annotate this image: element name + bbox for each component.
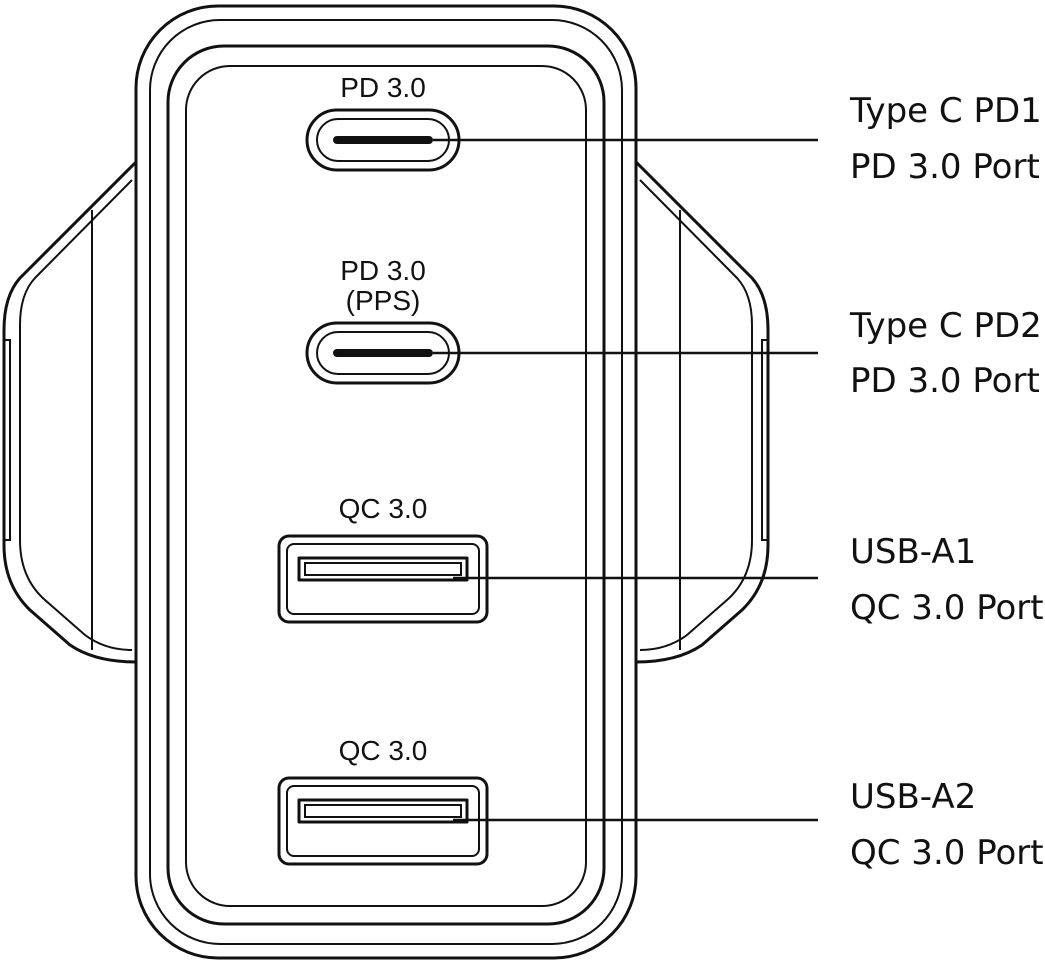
port-top-label: QC 3.0 (339, 735, 428, 766)
callout-port-spec: PD 3.0 Port (850, 147, 1040, 187)
port-top-label: PD 3.0 (340, 72, 426, 103)
port-usb-a1: QC 3.0 (277, 493, 489, 624)
ports-layer: PD 3.0PD 3.0(PPS)QC 3.0QC 3.0 (277, 72, 489, 866)
port-type-c-pd2: PD 3.0(PPS) (305, 255, 461, 385)
callout-port-spec: QC 3.0 Port (850, 833, 1044, 873)
callout-port-spec: QC 3.0 Port (850, 588, 1044, 628)
callout-port-name: USB-A1 (850, 532, 976, 572)
callout-port-name: Type C PD2 (849, 306, 1042, 346)
port-top-label: (PPS) (346, 285, 421, 316)
right-plug-wing (634, 160, 770, 664)
left-plug-wing (2, 160, 138, 664)
port-top-label: PD 3.0 (340, 255, 426, 286)
callout-port-name: Type C PD1 (849, 91, 1042, 131)
callout-port-spec: PD 3.0 Port (850, 361, 1040, 401)
callout-port-name: USB-A2 (850, 777, 976, 817)
usb-c-port-icon (305, 321, 461, 385)
charger-body (134, 4, 638, 960)
port-usb-a2: QC 3.0 (277, 735, 489, 866)
port-type-c-pd1: PD 3.0 (305, 72, 461, 172)
port-top-label: QC 3.0 (339, 493, 428, 524)
